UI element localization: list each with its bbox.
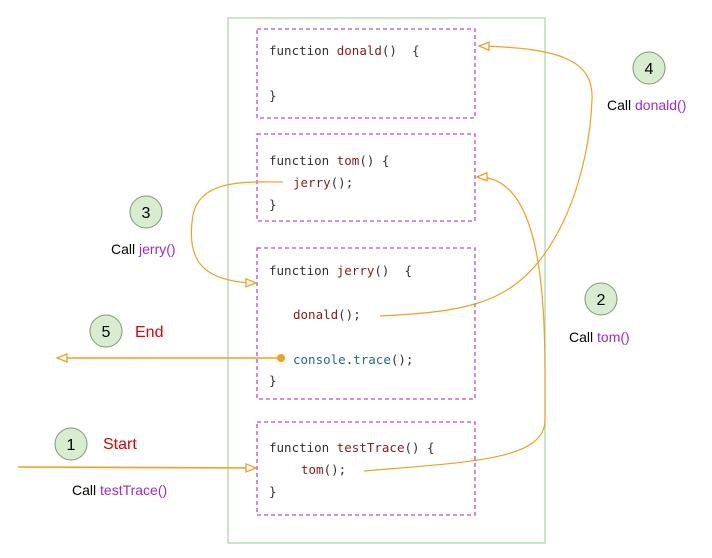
step-3-number: 3 xyxy=(142,205,151,222)
testtrace-line-1: function testTrace() { xyxy=(269,440,435,455)
step-2-number: 2 xyxy=(597,292,606,309)
trace-origin-dot xyxy=(277,354,285,362)
tom-line-2: jerry(); xyxy=(293,175,353,190)
jerry-line-1: function jerry() { xyxy=(269,263,412,278)
step-4-label: Call donald() xyxy=(607,97,686,113)
step-1-title: Start xyxy=(103,436,137,453)
block-tom xyxy=(256,133,476,222)
arrow-start-to-testtrace xyxy=(17,467,256,468)
donald-line-2: } xyxy=(269,88,277,103)
jerry-line-2: donald(); xyxy=(293,307,361,322)
step-2-label: Call tom() xyxy=(569,329,630,345)
step-5-title: End xyxy=(135,324,163,341)
step-5-circle xyxy=(89,314,123,348)
arrow-jerry-to-donald xyxy=(379,46,593,317)
block-jerry xyxy=(256,247,476,400)
step-2-circle xyxy=(584,282,618,316)
arrow-tom-to-jerry xyxy=(190,181,284,283)
step-3-circle xyxy=(129,195,163,229)
tom-line-3: } xyxy=(269,197,277,212)
testtrace-line-3: } xyxy=(269,484,277,499)
step-5-number: 5 xyxy=(102,324,111,341)
block-testtrace xyxy=(256,421,476,516)
jerry-line-4: } xyxy=(269,373,277,388)
testtrace-line-2: tom(); xyxy=(301,462,346,477)
step-1-label: Call testTrace() xyxy=(72,482,167,498)
outer-container xyxy=(227,17,546,544)
jerry-line-3: console.trace(); xyxy=(293,352,413,367)
step-4-circle xyxy=(632,51,666,85)
arrow-testtrace-to-tom xyxy=(363,177,546,472)
step-4-number: 4 xyxy=(645,61,654,78)
tom-line-1: function tom() { xyxy=(269,153,389,168)
donald-line-1: function donald() { xyxy=(269,43,420,58)
step-1-number: 1 xyxy=(67,437,76,454)
step-3-label: Call jerry() xyxy=(111,241,176,257)
block-donald xyxy=(256,28,476,119)
step-1-circle xyxy=(54,427,88,461)
